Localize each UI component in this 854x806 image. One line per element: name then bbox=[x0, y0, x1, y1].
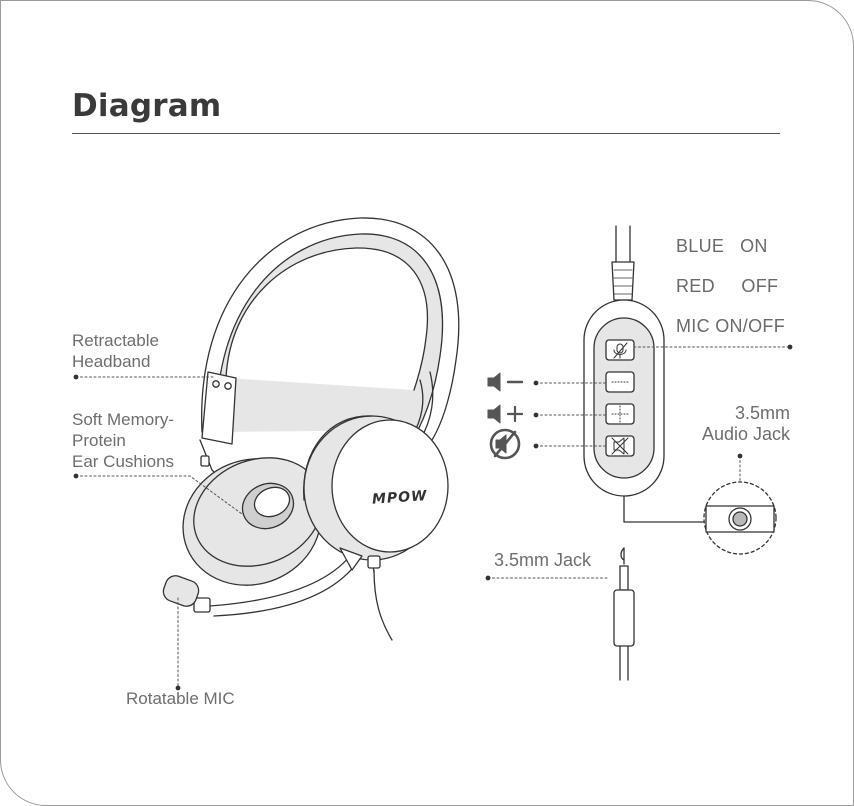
led-blue-on-label: BLUE ON bbox=[676, 236, 768, 256]
leader-endpoints bbox=[73, 344, 793, 691]
leader-lines bbox=[75, 346, 791, 689]
page-title: Diagram bbox=[72, 88, 222, 124]
mic-icon bbox=[613, 342, 628, 359]
title-divider bbox=[72, 133, 780, 134]
speaker-minus-icon bbox=[487, 372, 524, 392]
jack-label: 3.5mm Jack bbox=[494, 550, 592, 570]
left-ear-cup bbox=[182, 457, 323, 586]
mic-boom bbox=[162, 547, 363, 617]
headset-cable bbox=[367, 555, 393, 641]
headband-label-line1: Retractable bbox=[72, 331, 159, 350]
volume-up-button-icon bbox=[611, 405, 629, 423]
mic-on-off-label: MIC ON/OFF bbox=[676, 316, 785, 336]
ear-cushion-label-line1: Soft Memory- bbox=[72, 410, 175, 429]
inline-controller bbox=[583, 225, 665, 497]
jack-plug bbox=[613, 547, 635, 681]
headband-label-line2: Headband bbox=[72, 352, 151, 371]
ear-cushion-label-line2: Protein bbox=[72, 431, 126, 450]
controller-cable bbox=[623, 495, 705, 523]
mute-button-icon bbox=[611, 437, 629, 455]
mic-label: Rotatable MIC bbox=[126, 689, 235, 708]
brand-logo: MPOW bbox=[372, 488, 429, 508]
audio-jack-label: 3.5mm Audio Jack bbox=[690, 403, 790, 445]
audio-jack-label-line1: 3.5mm bbox=[734, 403, 790, 423]
ear-cushion-label-line3: Ear Cushions bbox=[72, 452, 175, 471]
led-red-off-label: RED OFF bbox=[676, 276, 779, 296]
ear-cushion-label: Soft Memory- Protein Ear Cushions bbox=[72, 409, 174, 472]
audio-jack-callout bbox=[703, 481, 777, 555]
headband bbox=[199, 217, 460, 477]
audio-jack-label-line2: Audio Jack bbox=[701, 424, 790, 444]
speaker-plus-icon bbox=[487, 404, 524, 424]
right-ear-cup bbox=[303, 415, 449, 561]
speaker-muted-icon bbox=[489, 428, 521, 460]
headband-label: Retractable Headband bbox=[72, 330, 159, 372]
